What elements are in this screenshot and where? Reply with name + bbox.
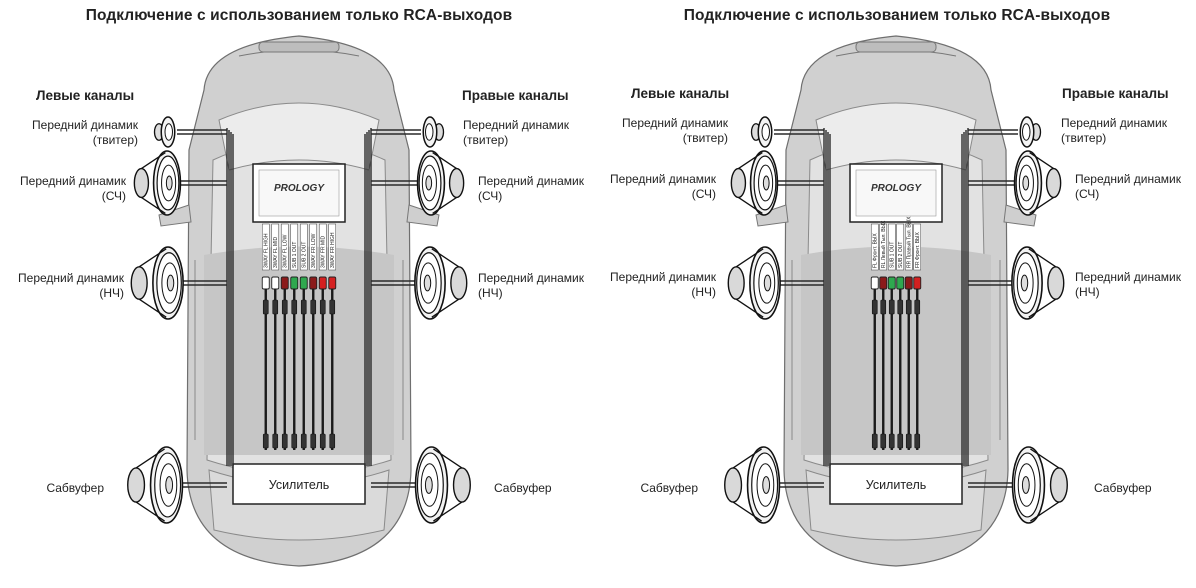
mid-speaker-right <box>1013 150 1062 216</box>
subwoofer-left <box>127 446 184 524</box>
woofer-right <box>414 246 468 320</box>
rca-output: 3WAY FR HIGH <box>328 223 337 450</box>
rca-connector <box>299 276 308 290</box>
subwoofer-left <box>724 446 781 524</box>
rca-connector <box>879 276 888 290</box>
rca-connector <box>887 276 896 290</box>
rca-output: FL Фронт. ВЫХ <box>870 223 879 450</box>
rca-output: 3WAY FL HIGH <box>261 223 270 450</box>
speaker-wires <box>177 128 421 488</box>
rca-connector <box>328 276 337 290</box>
tweeter-right <box>1019 116 1042 148</box>
label-woofer-left: Передний динамик(НЧ) <box>610 270 716 299</box>
head-unit: PROLOGY <box>849 163 943 223</box>
rca-output-label: FL Фронт. ВЫХ <box>873 233 879 268</box>
label-tweeter-left: Передний динамик(твитер) <box>32 118 138 147</box>
brand-logo: PROLOGY <box>274 183 325 194</box>
amplifier: Усилитель <box>232 463 366 505</box>
mid-speaker-left <box>730 150 779 216</box>
rca-output-label: 3WAY FR MID <box>321 235 327 268</box>
rca-output-label: SUB 1 OUT <box>890 242 896 268</box>
rca-output-label: FR Фронт. ВЫХ <box>915 232 921 268</box>
rca-connector <box>318 276 327 290</box>
mid-speaker-right <box>416 150 465 216</box>
rca-output: 3WAY FL LOW <box>280 223 289 450</box>
label-sub-left: Сабвуфер <box>46 481 104 495</box>
rca-output-label: 3WAY FR HIGH <box>330 232 336 268</box>
amplifier-label: Усилитель <box>269 478 330 492</box>
rca-connector <box>290 276 299 290</box>
label-sub-right: Сабвуфер <box>494 481 552 495</box>
label-mid-right: Передний динамик(СЧ) <box>478 174 584 203</box>
label-mid-left: Передний динамик(СЧ) <box>610 172 716 201</box>
brand-logo: PROLOGY <box>871 183 922 194</box>
speaker-wires <box>774 128 1018 488</box>
label-woofer-left: Передний динамик(НЧ) <box>18 271 124 300</box>
head-unit: PROLOGY <box>252 163 346 223</box>
rca-output: SUB 2 OUT <box>896 223 905 450</box>
left-channels-heading: Левые каналы <box>631 86 730 101</box>
left-channels-heading: Левые каналы <box>36 88 135 103</box>
amplifier: Усилитель <box>829 463 963 505</box>
label-sub-right: Сабвуфер <box>1094 481 1152 495</box>
label-woofer-right: Передний динамик(НЧ) <box>478 271 584 300</box>
amplifier-label: Усилитель <box>866 478 927 492</box>
rca-connector <box>261 276 270 290</box>
rca-connector <box>913 276 922 290</box>
subwoofer-right <box>1011 446 1068 524</box>
rca-connector <box>896 276 905 290</box>
rca-output-label: SUB 1 OUT <box>292 242 298 268</box>
label-sub-left: Сабвуфер <box>640 481 698 495</box>
label-tweeter-right: Передний динамик(твитер) <box>463 118 569 147</box>
subwoofer-right <box>414 446 471 524</box>
car-body <box>755 35 1037 567</box>
rca-output-label: 3WAY FL HIGH <box>264 233 270 268</box>
rca-output: 3WAY FR MID <box>318 223 327 450</box>
woofer-left <box>727 246 781 320</box>
panel-title: Подключение с использованием только RCA-… <box>85 7 513 24</box>
rca-output: SUB 1 OUT <box>290 223 299 450</box>
label-mid-left: Передний динамик(СЧ) <box>20 174 126 203</box>
right-channels-heading: Правые каналы <box>462 88 569 103</box>
rca-connector <box>280 276 289 290</box>
rca-output-label: RR Правый Тыл. ВЫХ <box>906 216 913 268</box>
woofer-left <box>130 246 184 320</box>
rca-connector <box>309 276 318 290</box>
rca-output: SUB 2 OUT <box>299 223 308 450</box>
diagram-panel-left: Подключение с использованием только RCA-… <box>18 7 584 567</box>
rca-output-label: 3WAY FL MID <box>273 236 279 268</box>
rca-output: RR Правый Тыл. ВЫХ <box>904 216 913 450</box>
rca-connector <box>271 276 280 290</box>
diagram-panel-right: Подключение с использованием только RCA-… <box>598 0 1196 588</box>
rca-output: SUB 1 OUT <box>887 223 896 450</box>
panel-title: Подключение с использованием только RCA-… <box>683 7 1111 24</box>
label-tweeter-left: Передний динамик(твитер) <box>622 116 728 145</box>
label-woofer-right: Передний динамик(НЧ) <box>1075 270 1181 299</box>
tweeter-left <box>750 116 773 148</box>
rca-output-label: 3WAY FR LOW <box>311 233 317 268</box>
woofer-right <box>1011 246 1065 320</box>
rca-output-label: SUB 2 OUT <box>898 242 904 268</box>
rca-output: 3WAY FR LOW <box>309 223 318 450</box>
rca-connector <box>870 276 879 290</box>
rca-output: 3WAY FL MID <box>271 223 280 450</box>
rca-output-label: RL Левый Тыл. ВЫХ <box>880 220 887 268</box>
tweeter-left <box>153 116 176 148</box>
label-mid-right: Передний динамик(СЧ) <box>1075 172 1181 201</box>
rca-output: RL Левый Тыл. ВЫХ <box>879 220 888 450</box>
rca-output-label: SUB 2 OUT <box>302 242 308 268</box>
rca-connector <box>904 276 913 290</box>
rca-output: FR Фронт. ВЫХ <box>913 223 922 450</box>
label-tweeter-right: Передний динамик(твитер) <box>1061 116 1167 145</box>
rca-output-label: 3WAY FL LOW <box>283 234 289 268</box>
right-channels-heading: Правые каналы <box>1062 86 1169 101</box>
tweeter-right <box>422 116 445 148</box>
mid-speaker-left <box>133 150 182 216</box>
